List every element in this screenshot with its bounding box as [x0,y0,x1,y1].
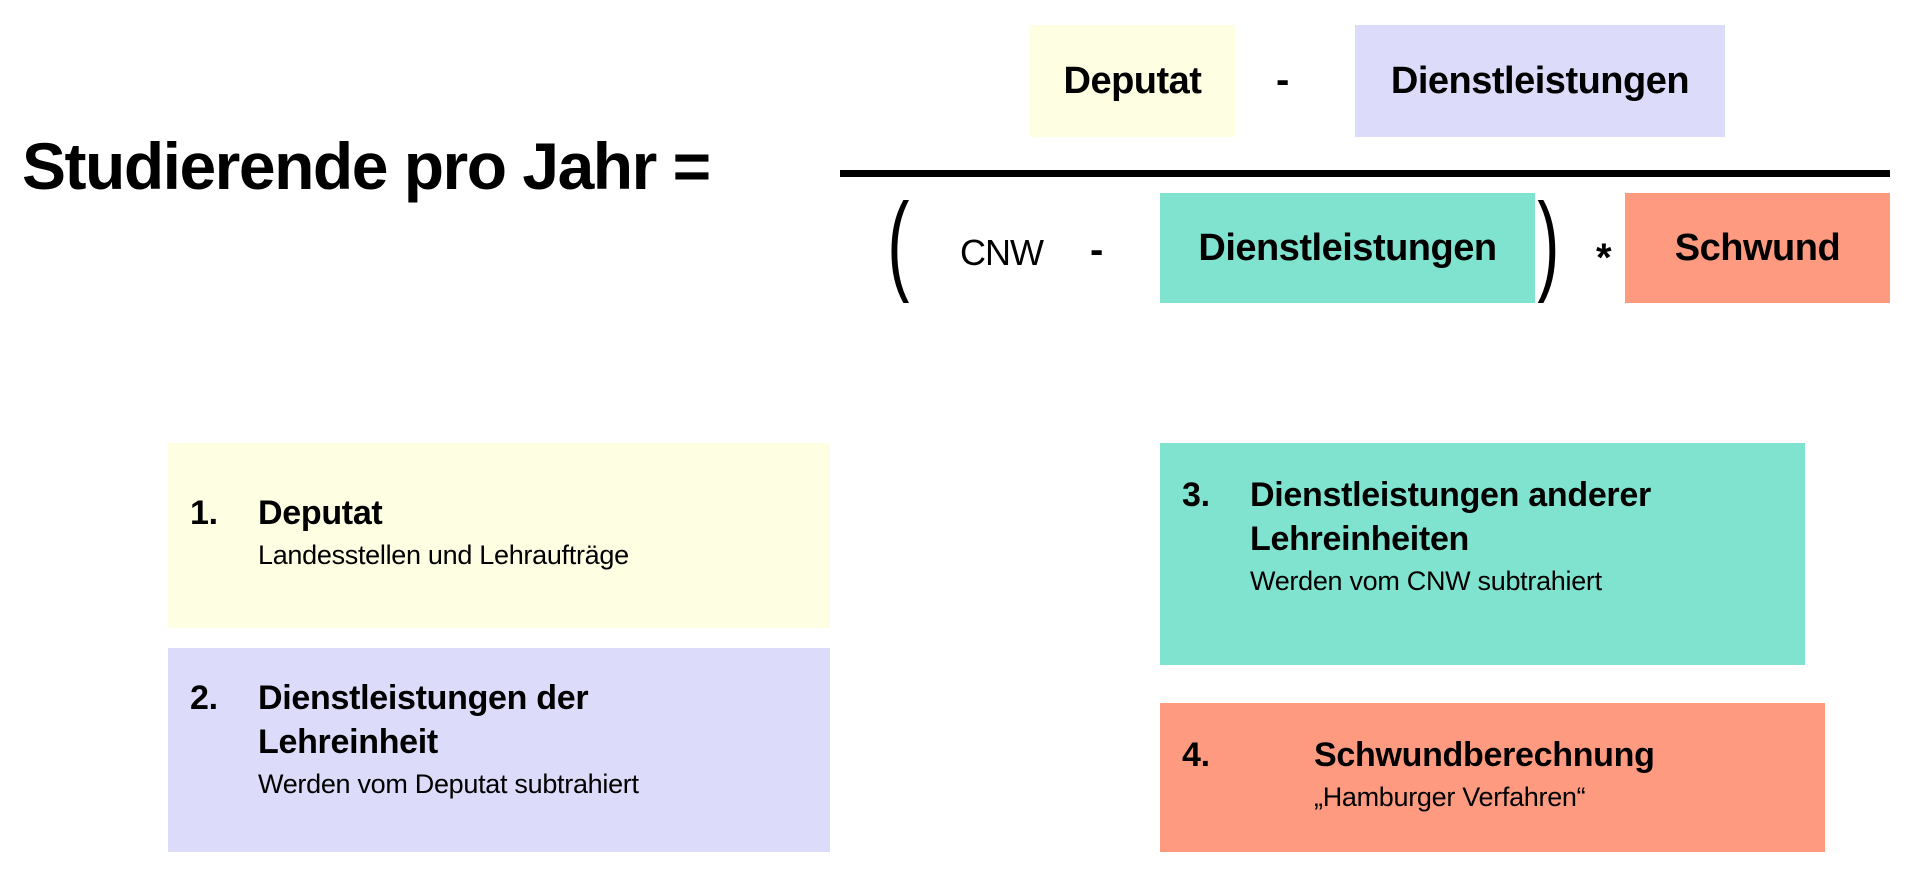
denominator-cnw: CNW [960,232,1044,273]
item-number: 1. [190,494,218,532]
item-deputat: 1. Deputat Landesstellen und Lehraufträg… [168,443,830,628]
numerator-minus: - [1276,58,1290,102]
denominator-minus: - [1090,228,1104,272]
times-sign: * [1596,236,1612,280]
item-subtitle: Werden vom Deputat subtrahiert [258,769,639,799]
item-subtitle: Landesstellen und Lehraufträge [258,540,629,570]
numerator-deputat: Deputat [1030,25,1235,137]
close-paren: ) [1537,181,1560,304]
item-title: Dienstleistungen der Lehreinheit [258,679,589,761]
item-title: Schwundberechnung [1314,736,1655,774]
item-number: 3. [1182,476,1210,514]
formula-lhs: Studierende pro Jahr = [22,129,711,203]
item-title: Deputat [258,494,383,532]
denominator-schwund: Schwund [1625,193,1890,303]
item-number: 4. [1182,736,1210,774]
numerator-dienstleistungen: Dienstleistungen [1355,25,1725,137]
item-number: 2. [190,679,218,717]
item-dienstleistungen-lehreinheit: 2. Dienstleistungen der Lehreinheit Werd… [168,648,830,852]
item-subtitle: „Hamburger Verfahren“ [1314,782,1586,812]
item-schwund: 4. Schwundberechnung „Hamburger Verfahre… [1160,703,1825,852]
item-title: Dienstleistungen anderer Lehreinheiten [1250,476,1651,558]
item-dienstleistungen-andere: 3. Dienstleistungen anderer Lehreinheite… [1160,443,1805,665]
open-paren: ( [887,181,910,304]
fraction-line [840,170,1890,177]
denominator-dienstleistungen: Dienstleistungen [1160,193,1535,303]
item-subtitle: Werden vom CNW subtrahiert [1250,566,1602,596]
